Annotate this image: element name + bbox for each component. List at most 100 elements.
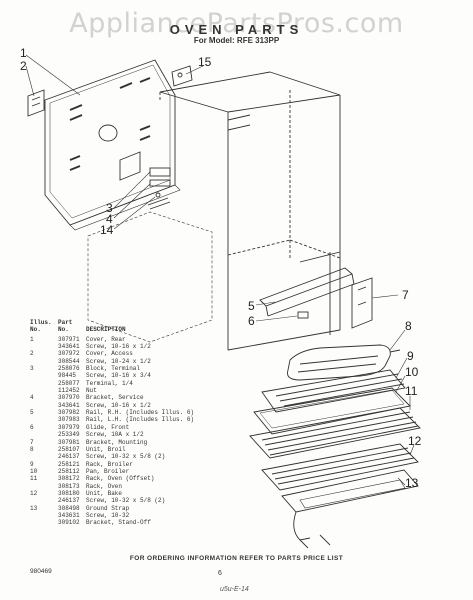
part-no-cell: 307971 xyxy=(58,335,80,343)
part-no-cell: 343631 xyxy=(58,511,80,519)
broiler-rack xyxy=(261,369,406,413)
rear-cover-panel xyxy=(44,59,181,231)
callout-11: 11 xyxy=(405,384,418,398)
part-no-cell: 98445 xyxy=(58,372,77,380)
part-no-cell: 258107 xyxy=(58,445,80,453)
front-glide xyxy=(297,311,309,319)
description-cell: Rail, L.H. (Includes Illus. 6) xyxy=(86,416,195,424)
callout-6: 6 xyxy=(248,314,255,328)
illus-no-cell xyxy=(30,519,58,526)
part-no-cell: 307981 xyxy=(58,438,80,446)
description-cell: Cover, Rear xyxy=(86,335,126,343)
callout-10: 10 xyxy=(405,365,419,379)
ordering-footer: FOR ORDERING INFORMATION REFER TO PARTS … xyxy=(129,555,344,562)
table-row: 4 307970 Bracket, Service xyxy=(30,394,196,401)
illus-no-cell xyxy=(30,343,58,350)
illus-no-cell: 8 xyxy=(30,445,34,453)
description-cell: Rack, Oven (Offset) xyxy=(86,475,155,483)
callout-14: 14 xyxy=(100,223,114,237)
model-subtitle: For Model: RFE 313PP xyxy=(193,36,280,45)
description-cell: Terminal, 1/4 xyxy=(86,379,133,387)
table-row: 3 258076 Block, Terminal xyxy=(30,365,196,372)
access-cover xyxy=(27,89,45,117)
oven-wall-outline xyxy=(87,211,213,343)
part-no-cell: 258121 xyxy=(58,460,80,468)
callout-9: 9 xyxy=(407,349,414,363)
table-row: 246137 Screw, 10-32 x 5/8 (2) xyxy=(30,453,196,460)
description-cell: Screw, 10-16 x 1/2 xyxy=(86,343,151,351)
callout-15: 15 xyxy=(198,55,212,69)
oven-rack-offset xyxy=(249,407,421,459)
description-cell: Screw, 10-32 x 5/8 (2) xyxy=(86,497,166,505)
watermark: AppliancePartsPros.com xyxy=(69,8,404,39)
illus-no-cell xyxy=(30,453,58,460)
illus-no-cell: 3 xyxy=(30,365,34,373)
oven-cabinet-frame xyxy=(159,71,341,351)
illus-no-cell: 9 xyxy=(30,460,34,468)
part-no-cell: 308172 xyxy=(58,475,80,483)
part-no-cell: 307982 xyxy=(58,409,80,417)
description-cell: Ground Strap xyxy=(86,504,130,512)
part-no-cell: 307979 xyxy=(58,423,80,431)
part-no-cell: 246137 xyxy=(58,453,80,461)
callout-13: 13 xyxy=(405,476,419,490)
description-cell: Unit, Broil xyxy=(86,445,126,453)
header-illus: Illus. xyxy=(30,319,52,326)
callout-12: 12 xyxy=(408,434,422,448)
table-row: 8 258107 Unit, Broil xyxy=(30,446,196,453)
description-cell: Unit, Bake xyxy=(86,489,123,497)
part-no-cell: 253349 xyxy=(58,431,80,439)
bake-element xyxy=(281,469,419,549)
description-cell: Block, Terminal xyxy=(86,365,141,373)
callout-4: 4 xyxy=(106,212,113,226)
illus-no-cell: 10 xyxy=(30,467,38,475)
part-no-cell: 307970 xyxy=(58,394,80,402)
description-cell: Nut xyxy=(86,387,97,395)
callout-5: 5 xyxy=(248,299,255,313)
description-cell: Screw, 10-32 x 5/8 (2) xyxy=(86,453,166,461)
broil-element xyxy=(287,344,401,381)
description-cell: Glide, Front xyxy=(86,423,130,431)
callout-8: 8 xyxy=(405,319,412,333)
illus-no-cell: 2 xyxy=(30,350,34,358)
part-no-cell: 258076 xyxy=(58,365,80,373)
illus-no-cell xyxy=(30,380,58,387)
table-row: 1 307971 Cover, Rear xyxy=(30,336,196,343)
callout-labels: 1 2 15 3 4 14 5 7 6 8 9 10 11 12 13 xyxy=(20,46,422,490)
illus-no-cell xyxy=(30,416,58,423)
description-cell: Screw, 10-16 x 3/4 xyxy=(86,372,151,380)
illus-no-cell: 6 xyxy=(30,423,34,431)
description-cell: Bracket, Service xyxy=(86,394,144,402)
handwritten-note: u5u-E-14 xyxy=(220,586,249,593)
table-row: 112452 Nut xyxy=(30,387,196,394)
table-header-row-2: No. No. DESCRIPTION xyxy=(30,326,196,333)
illus-no-cell: 4 xyxy=(30,394,34,402)
illus-no-cell: 1 xyxy=(30,335,34,343)
illus-no-cell xyxy=(30,483,58,490)
illus-no-cell xyxy=(30,431,58,438)
leader-lines xyxy=(25,54,415,486)
stand-off-bracket xyxy=(171,65,193,87)
description-cell: Rack, Oven xyxy=(86,482,123,490)
part-no-cell: 258077 xyxy=(58,379,80,387)
part-no-cell: 112452 xyxy=(58,387,80,395)
part-no-cell: 308180 xyxy=(58,489,80,497)
table-row: 6 307979 Glide, Front xyxy=(30,424,196,431)
table-row: 258077 Terminal, 1/4 xyxy=(30,380,196,387)
illus-no-cell: 12 xyxy=(30,489,38,497)
